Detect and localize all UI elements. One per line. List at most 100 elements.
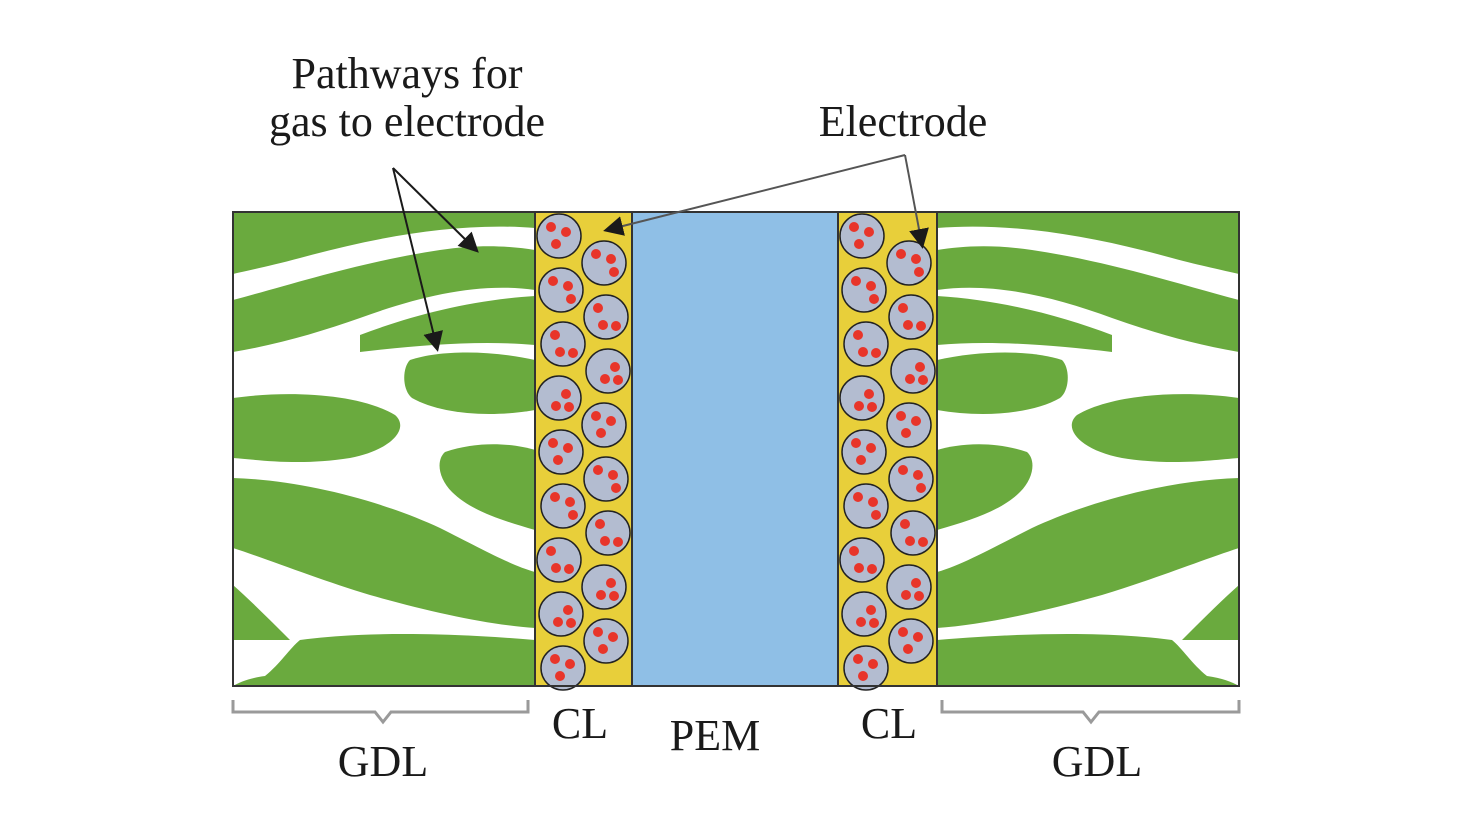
cl-left-catalyst-dot [566,618,576,628]
cl-left-carbon-particle [538,591,584,637]
cl-left-carbon-particle [583,294,629,340]
cl-left-catalyst-dot [568,510,578,520]
cl-left-catalyst-dot [546,222,556,232]
cl-left-carbon-particle [581,564,627,610]
cl-right-carbon-particle [886,402,932,448]
gdl-right-brace [940,700,1241,725]
cl-left-catalyst-dot [555,347,565,357]
cl-right-catalyst-dot [868,659,878,669]
cl-left-carbon-particle [540,321,586,367]
cl-right-catalyst-dot [867,402,877,412]
cl-right-carbon-particle [841,267,887,313]
cl-left-catalyst-dot [609,591,619,601]
cl-left-catalyst-dot [593,465,603,475]
cl-left-catalyst-dot [608,632,618,642]
cl-left-catalyst-dot [553,455,563,465]
cl-left-catalyst-dot [608,470,618,480]
cl-right-carbon-particle [839,213,885,259]
cl-right-catalyst-dot [898,465,908,475]
cl-right-label: CL [861,699,917,748]
cl-right-catalyst-dot [905,536,915,546]
cl-right-catalyst-dot [858,671,868,681]
cl-left-catalyst-dot [606,254,616,264]
cl-right-catalyst-dot [903,644,913,654]
cl-right-catalyst-dot [901,590,911,600]
cl-right-outline [837,211,938,687]
cl-right-catalyst-dot [914,591,924,601]
cl-left-catalyst-dot [548,276,558,286]
cl-right-catalyst-dot [851,276,861,286]
cl-left-catalyst-dot [551,563,561,573]
cl-right-catalyst-dot [914,267,924,277]
cl-left-catalyst-dot [568,348,578,358]
cl-right-catalyst-dot [901,428,911,438]
pem-membrane [631,211,839,687]
cl-right-catalyst-dot [868,497,878,507]
cl-left-catalyst-dot [550,492,560,502]
cl-right-particles [839,213,936,691]
cl-right-catalyst-dot [853,330,863,340]
cl-left-catalyst-dot [606,578,616,588]
cl-left-carbon-particle [536,375,582,421]
cl-right-carbon-particle [890,510,936,556]
pem-label: PEM [670,711,760,760]
cl-right-catalyst-dot [911,416,921,426]
cl-right-layer [837,211,938,691]
cl-left-catalyst-dot [613,375,623,385]
cl-left-carbon-particle [581,240,627,286]
cl-right-catalyst-dot [896,249,906,259]
electrode-label: Electrode [819,97,988,146]
cl-right-carbon-particle [843,321,889,367]
cl-left-catalyst-dot [600,374,610,384]
cl-right-carbon-particle [841,429,887,475]
cl-left-catalyst-dot [600,536,610,546]
cl-right-catalyst-dot [869,618,879,628]
cl-right-catalyst-dot [854,563,864,573]
cl-left-catalyst-dot [561,227,571,237]
cl-left-catalyst-dot [563,605,573,615]
gdl-left-brace [231,700,530,725]
cl-right-catalyst-dot [905,374,915,384]
cl-left-catalyst-dot [596,428,606,438]
cl-left-catalyst-dot [565,659,575,669]
cl-right-catalyst-dot [918,375,928,385]
cl-right-catalyst-dot [854,239,864,249]
cl-left-carbon-particle [536,537,582,583]
electrode-leader-arrows [603,154,929,249]
cl-left-catalyst-dot [555,671,565,681]
cl-left-catalyst-dot [593,627,603,637]
cl-right-carbon-particle [841,591,887,637]
cl-left-label: CL [552,699,608,748]
cl-right-catalyst-dot [916,483,926,493]
cl-right-catalyst-dot [871,348,881,358]
cl-left-catalyst-dot [563,281,573,291]
cl-right-catalyst-dot [916,321,926,331]
cl-right-catalyst-dot [849,546,859,556]
gdl-right-fibers [937,212,1239,686]
cl-right-catalyst-dot [853,654,863,664]
cl-right-carbon-particle [888,456,934,502]
cl-left-catalyst-dot [561,389,571,399]
cl-right-catalyst-dot [866,605,876,615]
cl-right-catalyst-dot [864,389,874,399]
cl-left-catalyst-dot [591,411,601,421]
cl-left-catalyst-dot [596,590,606,600]
gdl-left-layer [232,211,536,687]
cl-right-catalyst-dot [856,617,866,627]
cl-right-catalyst-dot [851,438,861,448]
cl-right-catalyst-dot [896,411,906,421]
cl-left-catalyst-dot [548,438,558,448]
cl-left-carbon-particle [585,348,631,394]
cl-right-catalyst-dot [918,537,928,547]
cl-left-carbon-particle [583,618,629,664]
cl-left-carbon-particle [538,267,584,313]
cl-right-carbon-particle [843,645,889,691]
cl-left-catalyst-dot [609,267,619,277]
cl-left-carbon-particle [538,429,584,475]
cl-right-catalyst-dot [866,281,876,291]
cl-right-catalyst-dot [849,222,859,232]
cl-left-catalyst-dot [546,546,556,556]
cl-right-catalyst-dot [911,254,921,264]
cl-right-catalyst-dot [898,303,908,313]
